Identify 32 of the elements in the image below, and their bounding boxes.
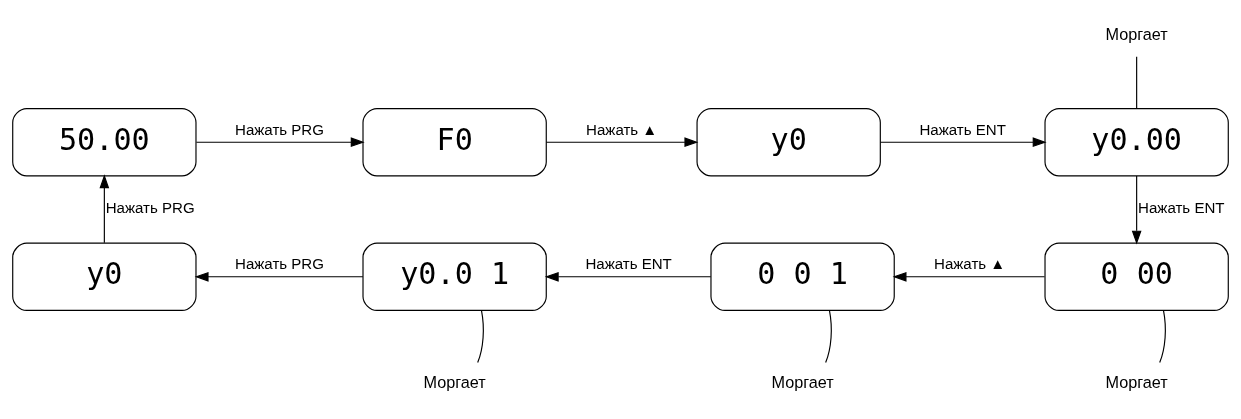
connector <box>825 310 832 364</box>
node-box: y0.00 <box>1044 108 1229 177</box>
node-box: 0 0 1 <box>710 242 895 311</box>
node-text: Моргает <box>1105 24 1168 43</box>
arrow <box>879 137 1047 148</box>
node-text: Моргает <box>771 372 834 391</box>
connector <box>1159 310 1166 364</box>
arrow <box>195 137 365 148</box>
connector <box>477 310 484 364</box>
edge-label: Нажать ENT <box>585 255 672 273</box>
edge-label: Нажать ▲ <box>586 120 658 138</box>
arrow <box>544 271 712 282</box>
node-box: F0 <box>362 108 547 177</box>
edge-label: Нажать ENT <box>919 120 1006 138</box>
edge-label: Нажать PRG <box>235 120 324 138</box>
node-text: Моргает <box>423 372 486 391</box>
connector <box>1136 56 1138 109</box>
arrow <box>99 174 110 244</box>
node-box: y0.0 1 <box>362 242 547 311</box>
node-text: Моргает <box>1105 372 1168 391</box>
node-box: 0 00 <box>1044 242 1229 311</box>
arrow <box>1131 175 1142 245</box>
edge-label: Нажать ENT <box>1138 199 1225 217</box>
arrow <box>194 271 364 282</box>
arrow <box>545 137 699 148</box>
edge-label: Нажать ▲ <box>934 255 1006 273</box>
node-box: y0 <box>12 242 197 311</box>
edge-label: Нажать PRG <box>235 255 324 273</box>
edge-label: Нажать PRG <box>105 199 195 217</box>
node-box: 50.00 <box>12 108 197 177</box>
node-box: y0 <box>696 108 881 177</box>
arrow <box>892 271 1046 282</box>
